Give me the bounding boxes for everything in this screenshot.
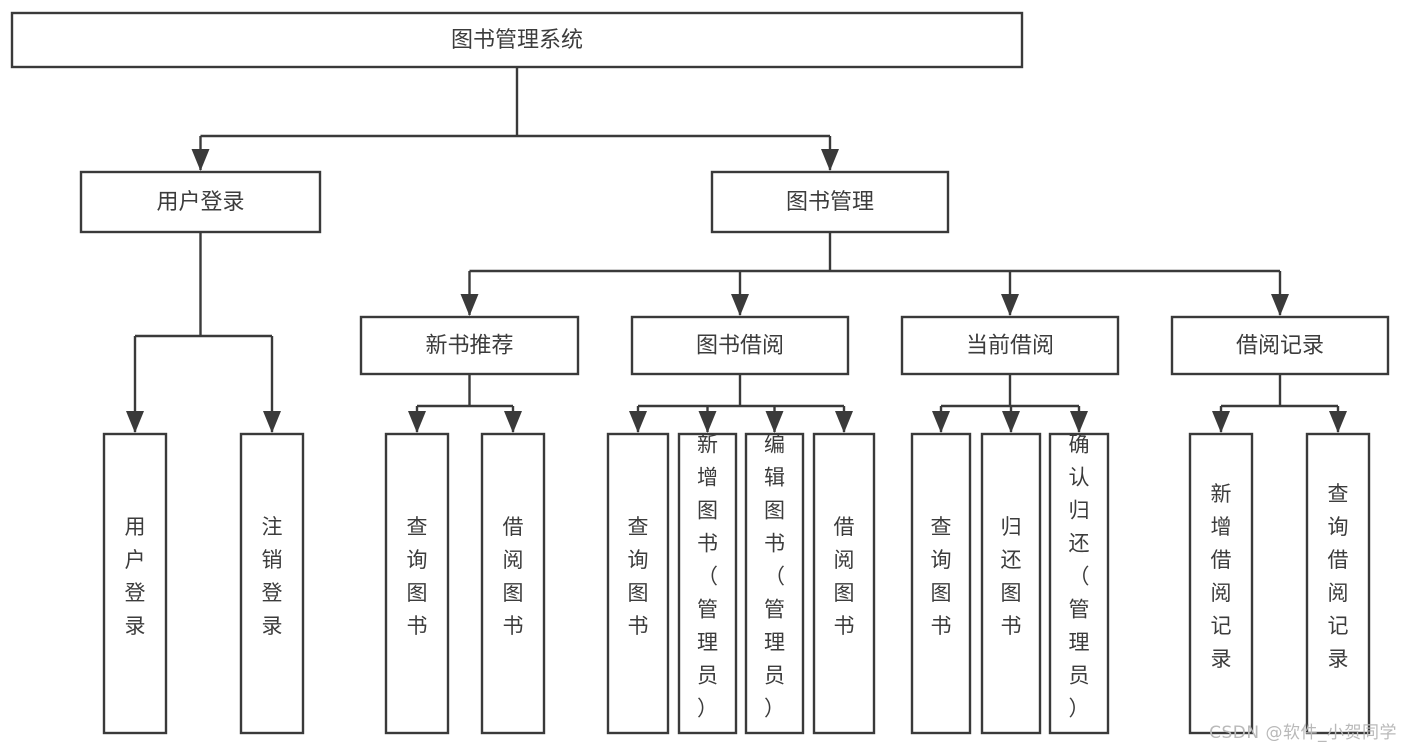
arrow-head-icon xyxy=(263,411,281,433)
node-rect xyxy=(102,432,168,735)
arrow-head-icon xyxy=(191,149,210,171)
node-label: 用户登录 xyxy=(156,190,244,215)
node-rect xyxy=(1305,432,1371,735)
node-注销登录[interactable]: 注销登录 xyxy=(239,432,305,735)
node-label-vertical: 查询图书 xyxy=(628,515,649,638)
node-查询图书[interactable]: 查询图书 xyxy=(384,432,450,735)
node-label-vertical: 查询图书 xyxy=(931,515,952,638)
arrow-head-icon xyxy=(821,149,839,171)
node-图书管理系统[interactable]: 图书管理系统 xyxy=(10,11,1024,69)
node-新书推荐[interactable]: 新书推荐 xyxy=(359,315,580,376)
node-rect xyxy=(10,11,1024,69)
node-rect xyxy=(980,432,1042,735)
node-编辑图书管理员[interactable]: 编辑图书（管理员） xyxy=(744,432,805,735)
node-图书借阅[interactable]: 图书借阅 xyxy=(630,315,850,376)
arrow-head-icon xyxy=(460,294,479,316)
node-查询借阅记录[interactable]: 查询借阅记录 xyxy=(1305,432,1371,735)
node-label: 图书管理 xyxy=(786,190,874,215)
arrow-head-icon xyxy=(1070,411,1088,433)
watermark-label: CSDN @软件_小贺同学 xyxy=(1209,723,1397,743)
node-归还图书[interactable]: 归还图书 xyxy=(980,432,1042,735)
node-当前借阅[interactable]: 当前借阅 xyxy=(900,315,1120,376)
node-rect xyxy=(677,432,738,735)
node-label-vertical: 借阅图书 xyxy=(834,515,855,638)
arrow-head-icon xyxy=(835,411,853,433)
node-label-vertical: 用户登录 xyxy=(125,515,146,638)
node-借阅记录[interactable]: 借阅记录 xyxy=(1170,315,1390,376)
node-rect xyxy=(480,432,546,735)
node-label-vertical: 查询图书 xyxy=(407,515,428,638)
arrow-head-icon xyxy=(1329,411,1347,433)
arrow-head-icon xyxy=(932,411,950,433)
arrow-head-icon xyxy=(629,411,647,433)
node-查询图书[interactable]: 查询图书 xyxy=(910,432,972,735)
node-新增借阅记录[interactable]: 新增借阅记录 xyxy=(1188,432,1254,735)
node-layer: 图书管理系统用户登录图书管理新书推荐图书借阅当前借阅借阅记录用户登录注销登录查询… xyxy=(10,11,1390,735)
node-rect xyxy=(1170,315,1390,376)
node-rect xyxy=(900,315,1120,376)
arrow-head-icon xyxy=(504,411,522,433)
node-用户登录[interactable]: 用户登录 xyxy=(79,170,322,234)
node-借阅图书[interactable]: 借阅图书 xyxy=(812,432,876,735)
arrow-head-icon xyxy=(698,411,717,433)
node-label-vertical: 归还图书 xyxy=(1001,515,1022,638)
node-rect xyxy=(744,432,805,735)
node-label-vertical: 编辑图书（管理员） xyxy=(764,433,785,721)
node-rect xyxy=(1188,432,1254,735)
node-查询图书[interactable]: 查询图书 xyxy=(606,432,670,735)
node-rect xyxy=(239,432,305,735)
arrow-head-icon xyxy=(1002,411,1020,433)
arrow-head-icon xyxy=(126,411,144,433)
node-rect xyxy=(384,432,450,735)
arrow-head-icon xyxy=(1212,411,1230,433)
node-确认归还管理员[interactable]: 确认归还（管理员） xyxy=(1048,432,1110,735)
arrow-head-icon xyxy=(765,411,784,433)
node-rect xyxy=(606,432,670,735)
node-label: 图书借阅 xyxy=(696,334,784,359)
node-用户登录[interactable]: 用户登录 xyxy=(102,432,168,735)
arrow-head-icon xyxy=(1271,294,1289,316)
node-rect xyxy=(1048,432,1110,735)
node-label: 借阅记录 xyxy=(1236,334,1324,359)
connector-layer xyxy=(126,67,1347,433)
node-label-vertical: 新增图书（管理员） xyxy=(697,433,718,721)
node-label-vertical: 新增借阅记录 xyxy=(1211,482,1232,671)
node-rect xyxy=(79,170,322,234)
node-rect xyxy=(812,432,876,735)
node-label-vertical: 借阅图书 xyxy=(503,515,524,638)
arrow-head-icon xyxy=(1001,294,1019,316)
node-rect xyxy=(910,432,972,735)
arrow-head-icon xyxy=(731,294,749,316)
arrow-head-icon xyxy=(408,411,426,433)
node-label-vertical: 确认归还（管理员） xyxy=(1069,433,1090,721)
node-label: 当前借阅 xyxy=(966,334,1054,359)
node-rect xyxy=(710,170,950,234)
node-rect xyxy=(359,315,580,376)
node-新增图书管理员[interactable]: 新增图书（管理员） xyxy=(677,432,738,735)
node-rect xyxy=(630,315,850,376)
node-label-vertical: 查询借阅记录 xyxy=(1328,482,1349,671)
node-借阅图书[interactable]: 借阅图书 xyxy=(480,432,546,735)
node-label-vertical: 注销登录 xyxy=(262,515,283,638)
node-label: 新书推荐 xyxy=(425,334,513,359)
node-label: 图书管理系统 xyxy=(451,28,583,53)
node-图书管理[interactable]: 图书管理 xyxy=(710,170,950,234)
